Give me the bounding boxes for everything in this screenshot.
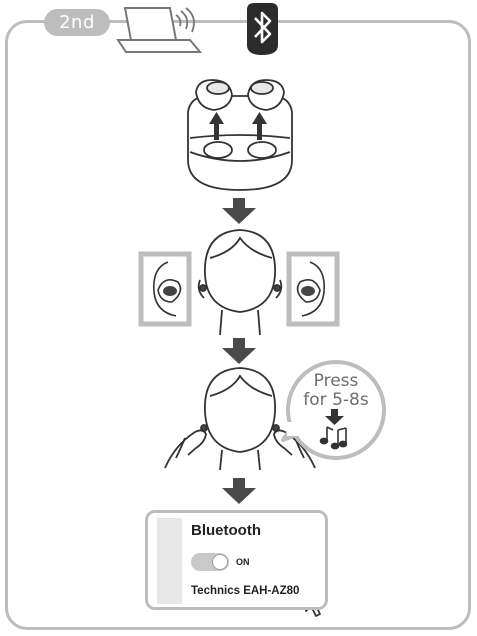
bluetooth-toggle[interactable] [191,553,229,571]
charging-case [187,95,293,191]
ear-inset-right [286,251,340,327]
music-note-icon [319,426,348,450]
toggle-state-label: ON [236,557,250,567]
panel-sidebar-strip [157,518,182,604]
ear-inset-left [138,251,192,327]
laptop-wireless-icon [116,7,203,53]
bluetooth-title: Bluetooth [191,522,261,539]
press-label: Press [313,371,359,391]
head-front [197,229,283,336]
press-instruction: Press for 5-8s [300,372,372,410]
down-arrow-3 [222,478,256,504]
earbud-right [247,79,285,111]
earbud-left [195,79,233,111]
press-down-arrow [325,409,344,425]
head-press [164,367,316,471]
down-arrow-2 [222,338,256,364]
device-list-item[interactable]: Technics EAH-AZ80 [191,585,300,597]
instruction-frame [5,20,471,630]
toggle-knob [212,554,228,570]
bluetooth-icon [247,3,278,55]
lift-arrows [209,112,267,140]
step-label: 2nd [44,9,110,36]
down-arrow-1 [222,198,256,224]
press-duration: for 5-8s [303,390,369,410]
bluetooth-settings-panel: Bluetooth ON Technics EAH-AZ80 [145,510,328,610]
